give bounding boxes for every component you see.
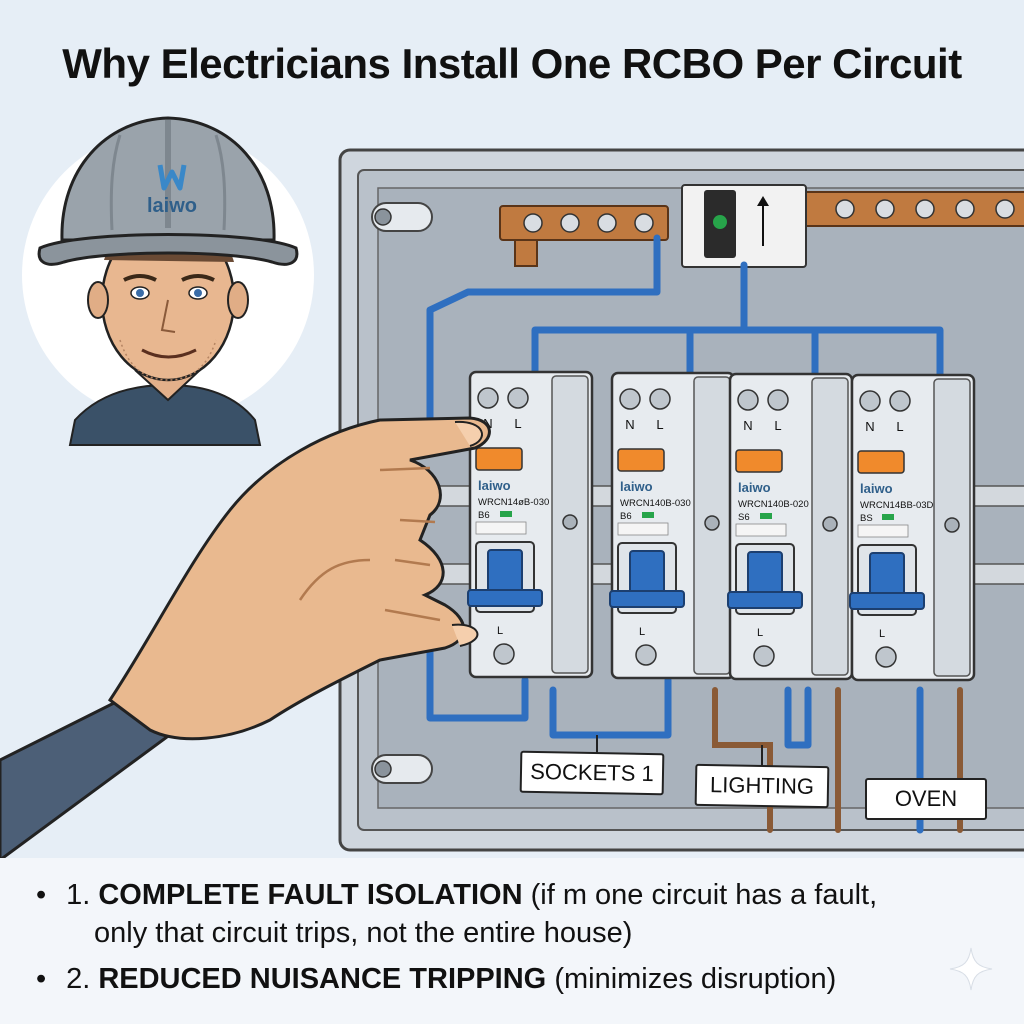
terminal-screw-icon xyxy=(635,644,657,666)
bottom-terminal-label: L xyxy=(497,625,503,637)
main-switch[interactable] xyxy=(681,184,807,268)
helmet-brand: laiwo xyxy=(147,195,197,217)
bullet-panel: • 1. COMPLETE FAULT ISOLATION (if m one … xyxy=(0,858,1024,1024)
test-button[interactable] xyxy=(475,447,523,471)
breaker-brand: laiwo xyxy=(738,480,771,495)
terminal-screw-icon xyxy=(889,390,911,412)
side-rivet-icon xyxy=(944,517,960,533)
side-rivet-icon xyxy=(562,514,578,530)
circuit-label-sockets: SOCKETS 1 xyxy=(519,750,665,796)
terminal-l-label: L xyxy=(896,419,903,434)
bullet-2: • 2. REDUCED NUISANCE TRIPPING (minimize… xyxy=(36,963,837,995)
terminal-screw-icon xyxy=(619,388,641,410)
terminal-n-label: N xyxy=(743,418,752,433)
circuit-label-lighting: LIGHTING xyxy=(694,763,830,809)
bullet-1-text: (if m one circuit has a fault, xyxy=(530,879,878,911)
terminal-screw-icon xyxy=(507,387,529,409)
supply-wires xyxy=(426,234,944,834)
breaker-rating: BS xyxy=(860,513,873,524)
breaker-brand: laiwo xyxy=(478,478,511,493)
terminal-screw-icon xyxy=(649,388,671,410)
status-indicator xyxy=(500,511,512,517)
circuit-label-oven: OVEN xyxy=(865,778,987,820)
bullet-1: • 1. COMPLETE FAULT ISOLATION (if m one … xyxy=(36,879,878,911)
helmet-logo-icon xyxy=(157,164,187,191)
test-button[interactable] xyxy=(617,448,665,472)
status-indicator xyxy=(882,514,894,520)
palm xyxy=(107,416,491,741)
sparkle-icon xyxy=(949,947,993,991)
breaker-model: WRCN140B-020 xyxy=(738,499,809,510)
electrician-avatar: laiwo xyxy=(22,116,314,446)
breaker-model: WRCN14øB-030 xyxy=(478,497,549,508)
terminal-n-label: N xyxy=(483,416,492,431)
breaker-brand: laiwo xyxy=(620,479,653,494)
terminal-screw-icon xyxy=(477,387,499,409)
bullet-1-continuation: only that circuit trips, not the entire … xyxy=(94,917,633,949)
bullet-2-heading: REDUCED NUISANCE TRIPPING xyxy=(98,963,547,995)
status-indicator xyxy=(642,512,654,518)
breaker-model: WRCN14BB-03D xyxy=(860,500,934,511)
terminal-l-label: L xyxy=(514,416,521,431)
mounting-hole xyxy=(371,202,433,232)
earth-busbar xyxy=(789,191,1024,227)
terminal-n-label: N xyxy=(865,419,874,434)
terminal-l-label: L xyxy=(774,418,781,433)
mounting-hole xyxy=(371,754,433,784)
terminal-screw-icon xyxy=(753,645,775,667)
status-indicator xyxy=(760,513,772,519)
bullet-2-number: 2. xyxy=(66,963,91,995)
bullet-1-number: 1. xyxy=(66,879,91,911)
breaker-brand: laiwo xyxy=(860,481,893,496)
terminal-n-label: N xyxy=(625,417,634,432)
bottom-terminal-label: L xyxy=(757,627,763,639)
neutral-busbar xyxy=(499,205,669,267)
test-button[interactable] xyxy=(857,450,905,474)
bottom-terminal-label: L xyxy=(639,626,645,638)
breaker-rating: B6 xyxy=(478,510,490,521)
bottom-terminal-label: L xyxy=(879,628,885,640)
breaker-rating: S6 xyxy=(738,512,750,523)
terminal-screw-icon xyxy=(859,390,881,412)
side-rivet-icon xyxy=(704,515,720,531)
terminal-screw-icon xyxy=(875,646,897,668)
terminal-l-label: L xyxy=(656,417,663,432)
hand xyxy=(0,416,491,860)
terminal-screw-icon xyxy=(767,389,789,411)
bullet-2-text: (minimizes disruption) xyxy=(554,963,837,995)
side-rivet-icon xyxy=(822,516,838,532)
terminal-screw-icon xyxy=(737,389,759,411)
breaker-model: WRCN140B-030 xyxy=(620,498,691,509)
terminal-screw-icon xyxy=(493,643,515,665)
test-button[interactable] xyxy=(735,449,783,473)
bullet-1-heading: COMPLETE FAULT ISOLATION xyxy=(98,879,523,911)
page-title: Why Electricians Install One RCBO Per Ci… xyxy=(62,40,962,87)
breaker-rating: B6 xyxy=(620,511,632,522)
